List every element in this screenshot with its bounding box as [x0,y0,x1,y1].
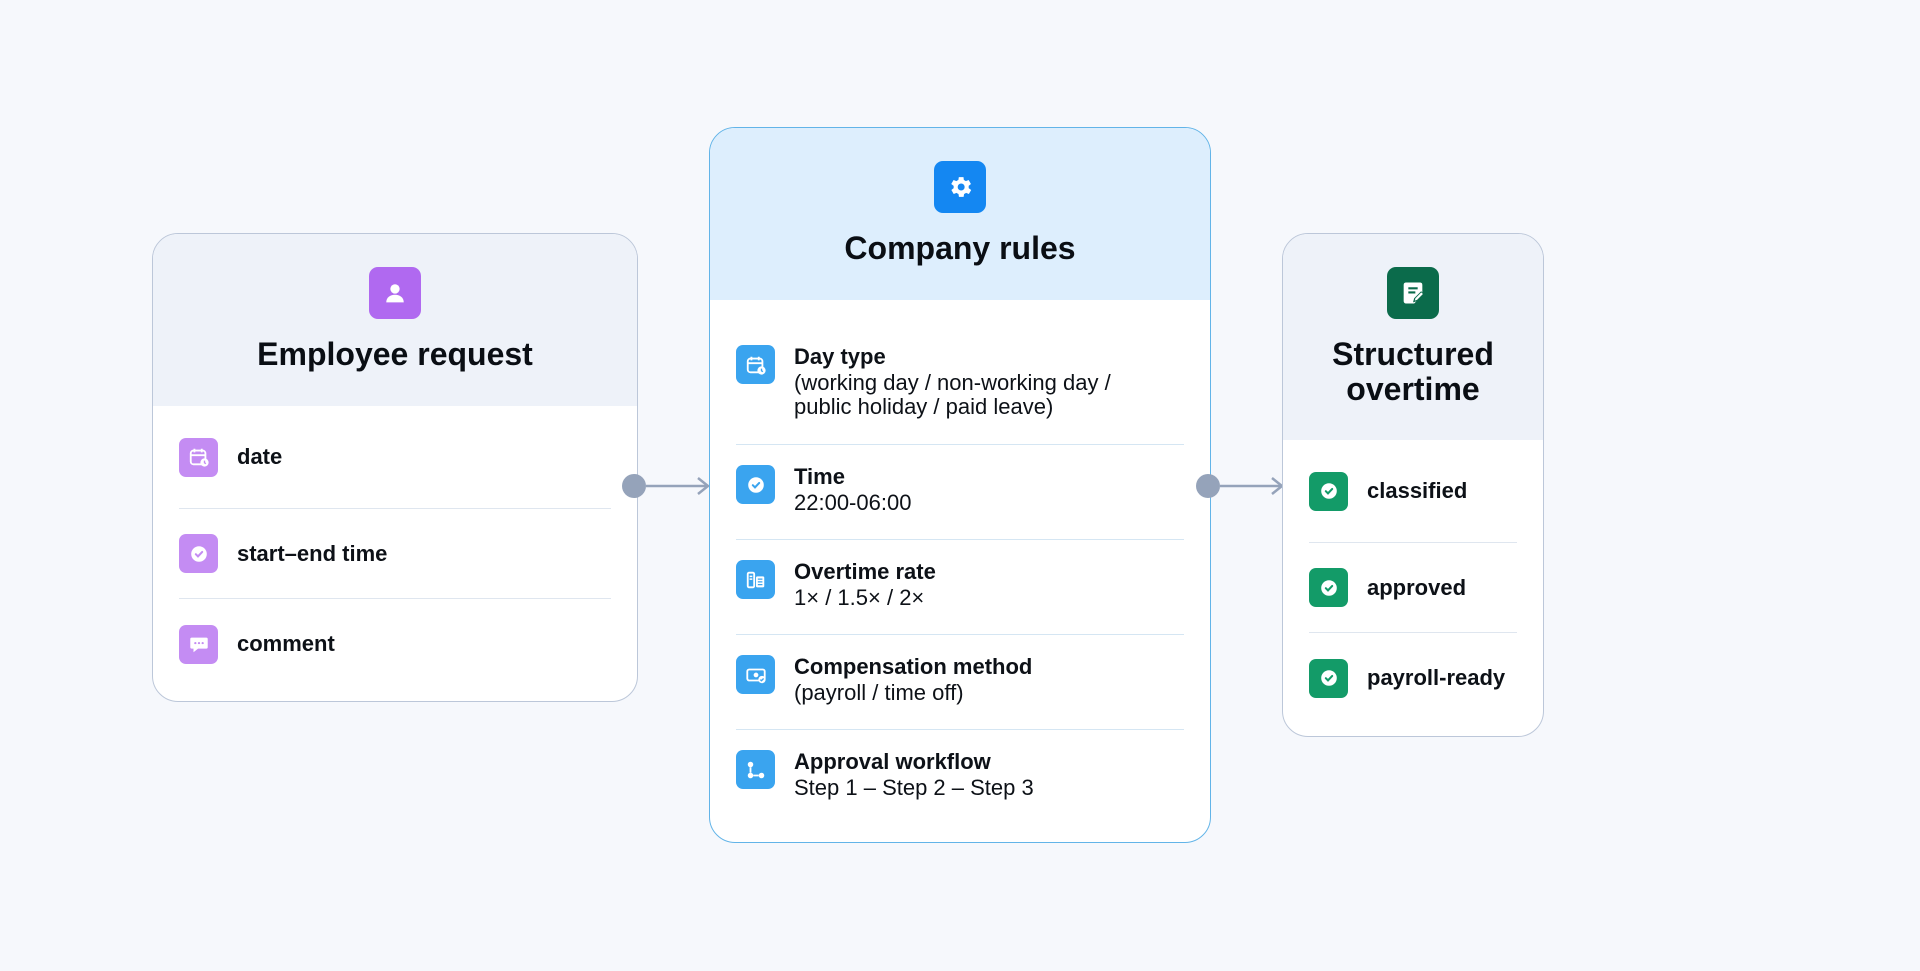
rule-time: Time 22:00-06:00 [736,445,1184,540]
rule-overtime-rate: Overtime rate 1× / 1.5× / 2× [736,540,1184,635]
item-label: comment [237,631,335,656]
company-rules-title: Company rules [844,230,1076,266]
check-circle-icon [1309,471,1348,511]
list-item: date [179,406,611,509]
rule-title: Overtime rate [794,559,936,584]
clock-check-icon [179,534,218,573]
structured-overtime-title: Structured overtime [1332,336,1494,407]
rule-desc: 1× / 1.5× / 2× [794,585,925,610]
clock-check-icon [736,465,775,504]
item-label: date [237,444,283,469]
company-rules-header: Company rules [710,128,1210,300]
check-circle-icon [1309,568,1348,607]
document-edit-icon [1387,267,1439,319]
employee-request-items: date start–end time comment [153,406,637,689]
rule-approval-workflow: Approval workflow Step 1 – Step 2 – Step… [736,730,1184,825]
list-item: classified [1309,440,1517,543]
company-rules-card: Company rules Day type (working day / no… [709,127,1211,843]
calendar-clock-icon [179,437,218,477]
rule-day-type: Day type (working day / non-working day … [736,300,1184,445]
rule-title: Day type [794,344,886,369]
workflow-icon [736,750,775,789]
banknote-check-icon [736,655,775,694]
rule-title: Time [794,464,845,489]
company-rules-list: Day type (working day / non-working day … [710,300,1210,825]
item-label: approved [1367,574,1467,600]
check-circle-icon [1309,658,1348,698]
structured-overtime-items: classified approved payroll-ready [1283,440,1543,723]
item-label: classified [1367,478,1468,503]
list-item: comment [179,599,611,689]
rule-desc: (working day / non-working day / public … [794,370,1111,419]
rate-sheet-icon [736,560,775,599]
item-label: payroll-ready [1367,665,1506,690]
structured-overtime-header: Structured overtime [1283,234,1543,440]
employee-request-header: Employee request [153,234,637,406]
list-item: approved [1309,543,1517,633]
connector-request-to-rules [622,474,711,498]
rule-desc: 22:00-06:00 [794,490,912,515]
connector-rules-to-output [1196,474,1285,498]
list-item: start–end time [179,509,611,599]
item-label: start–end time [237,540,388,566]
structured-overtime-card: Structured overtime classified approved … [1282,233,1544,737]
gear-icon [934,161,986,213]
list-item: payroll-ready [1309,633,1517,723]
chat-bubble-icon [179,624,218,664]
calendar-clock-icon [736,345,775,384]
rule-desc: (payroll / time off) [794,680,964,705]
employee-request-card: Employee request date start–end time com… [152,233,638,702]
rule-compensation-method: Compensation method (payroll / time off) [736,635,1184,730]
rule-title: Approval workflow [794,749,991,774]
rule-desc: Step 1 – Step 2 – Step 3 [794,775,1034,800]
user-icon [369,267,421,319]
rule-title: Compensation method [794,654,1033,679]
employee-request-title: Employee request [257,336,533,372]
